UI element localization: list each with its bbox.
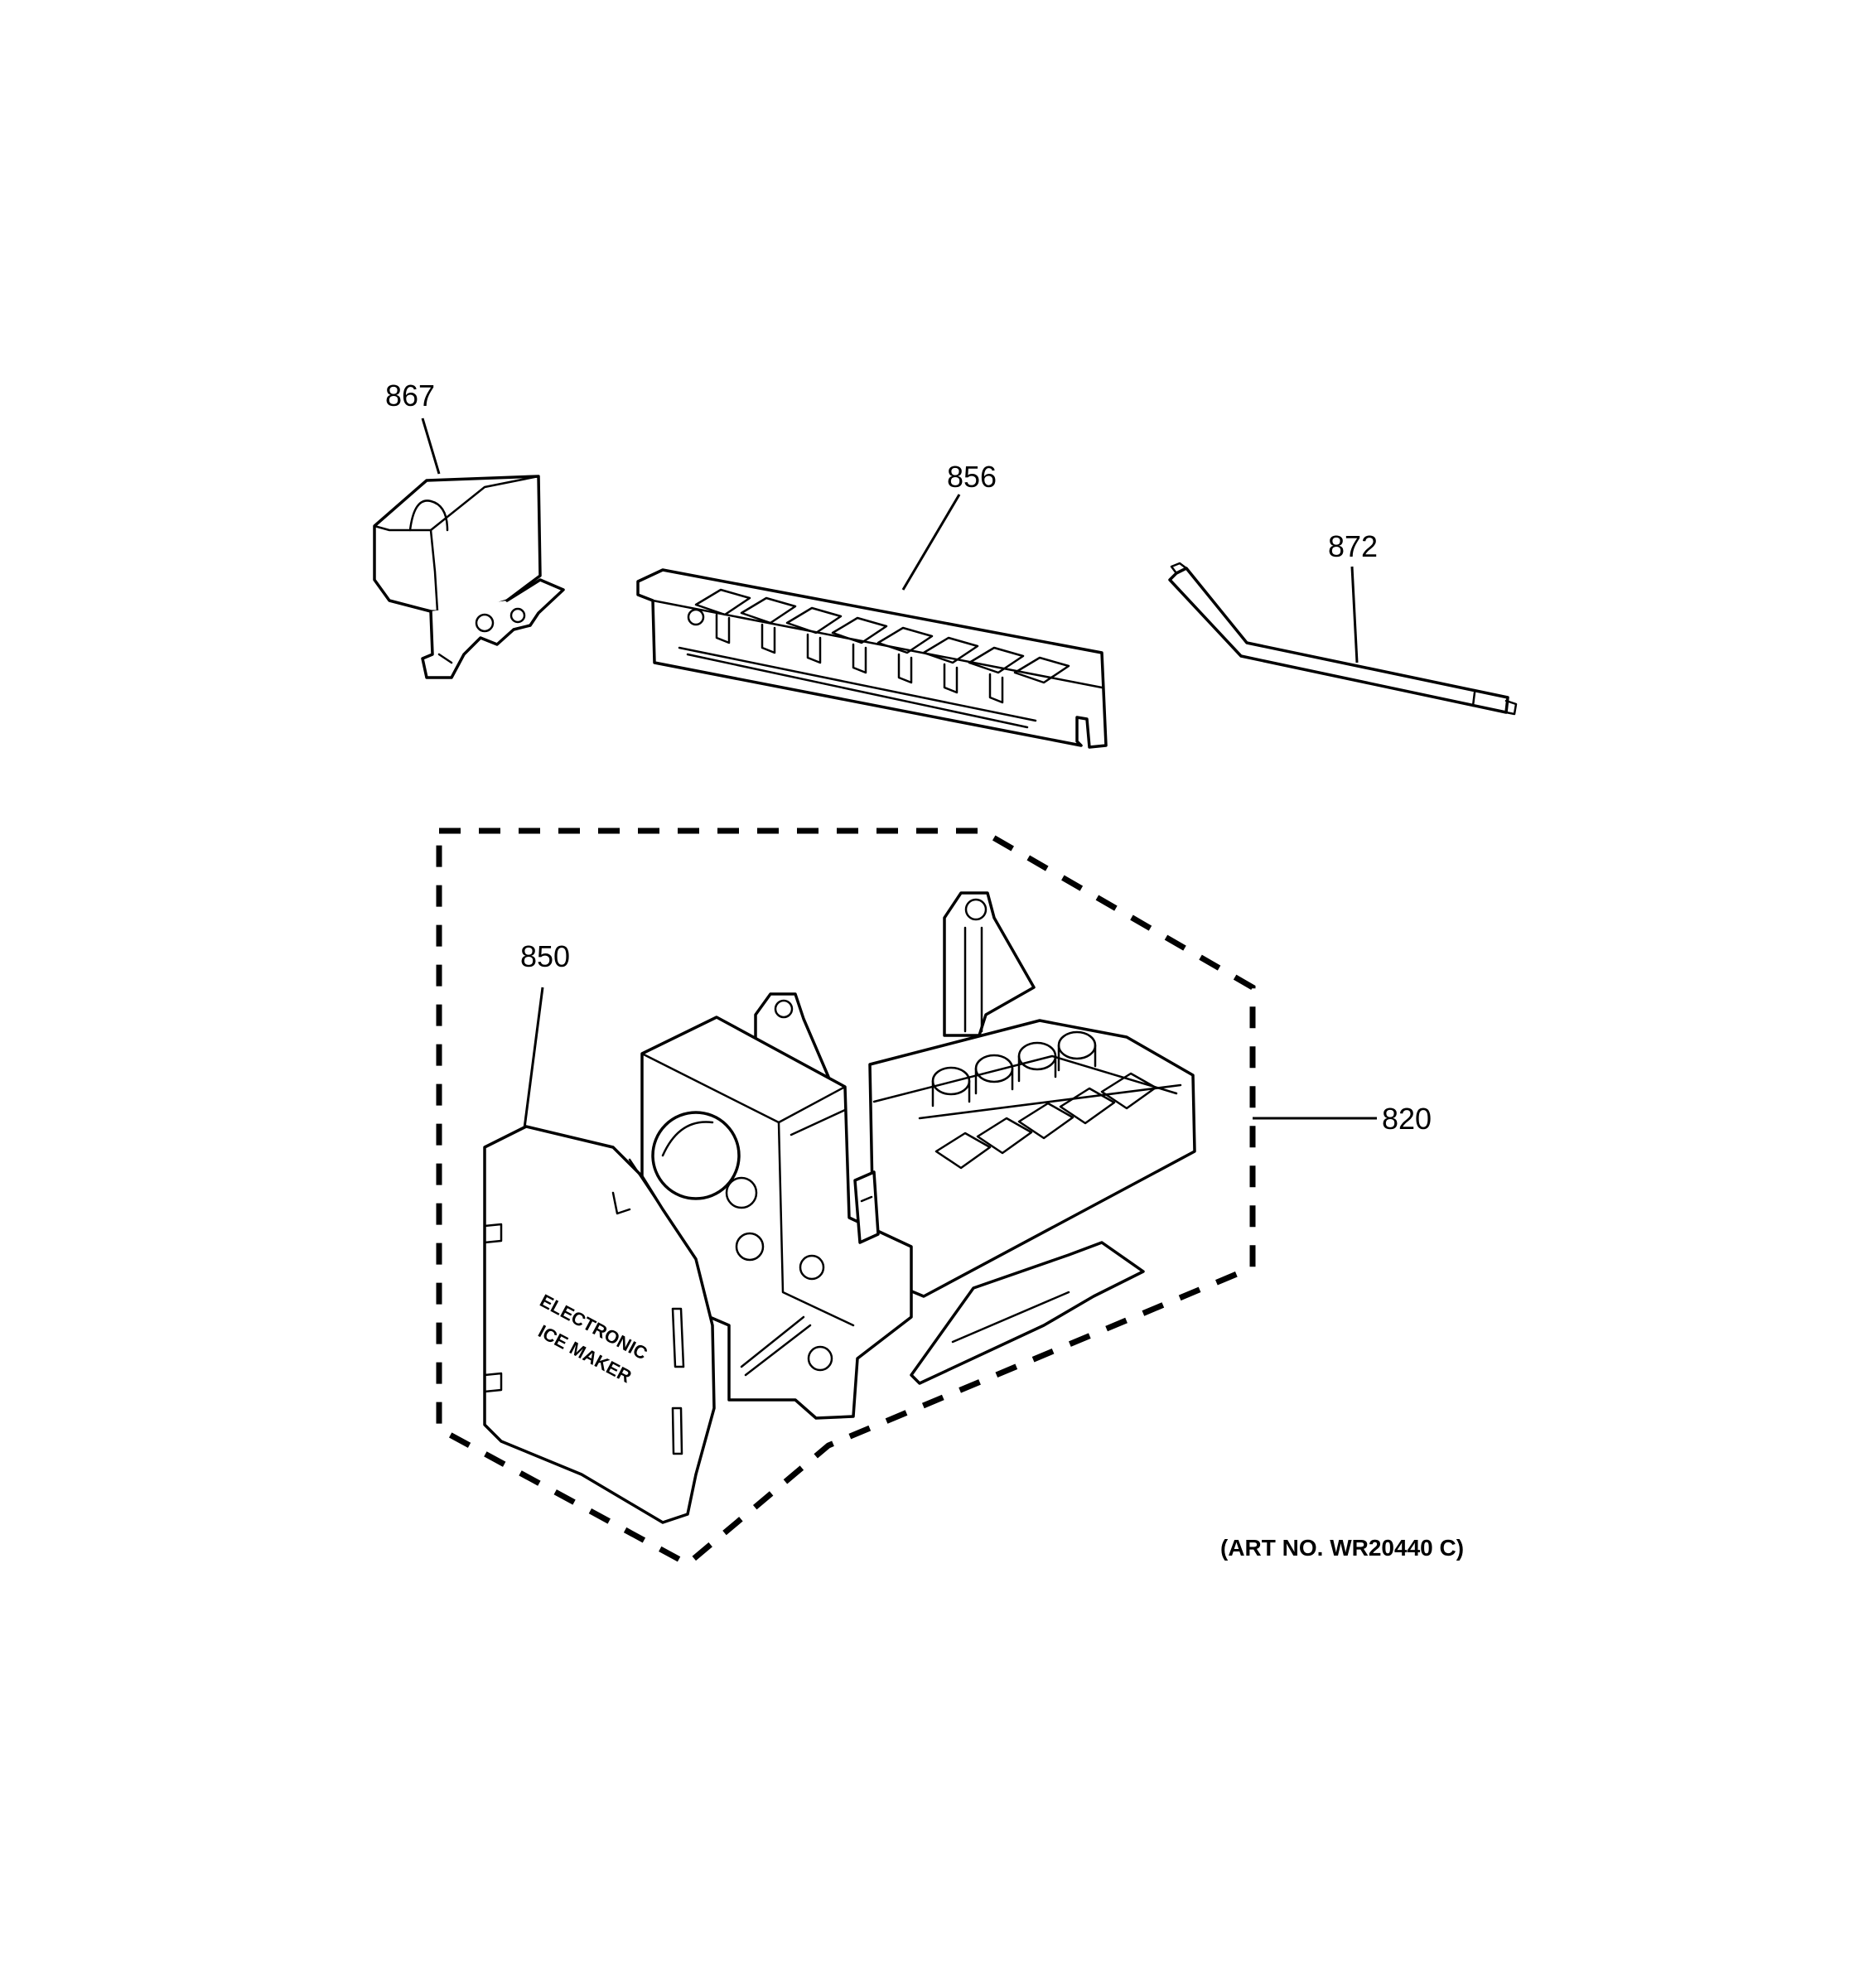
art-number: (ART NO. WR20440 C) xyxy=(1220,1535,1464,1561)
leader-856 xyxy=(901,494,961,591)
leader-850 xyxy=(523,987,544,1129)
heater-rod-part-872 xyxy=(1168,562,1518,716)
callout-856: 856 xyxy=(947,460,997,494)
assembly-boundary-820 xyxy=(436,828,1256,1568)
callout-872: 872 xyxy=(1328,529,1378,563)
leader-867 xyxy=(421,417,441,475)
cover-part-850: ELECTRONIC ICE MAKER xyxy=(483,1125,716,1524)
callout-850: 850 xyxy=(520,939,570,973)
ice-maker-mechanism xyxy=(640,891,1196,1420)
bin-part-867 xyxy=(373,475,565,679)
leader-872 xyxy=(1350,566,1359,663)
ejector-part-856 xyxy=(636,568,1108,749)
callout-867: 867 xyxy=(385,379,435,413)
callout-820: 820 xyxy=(1382,1102,1432,1136)
